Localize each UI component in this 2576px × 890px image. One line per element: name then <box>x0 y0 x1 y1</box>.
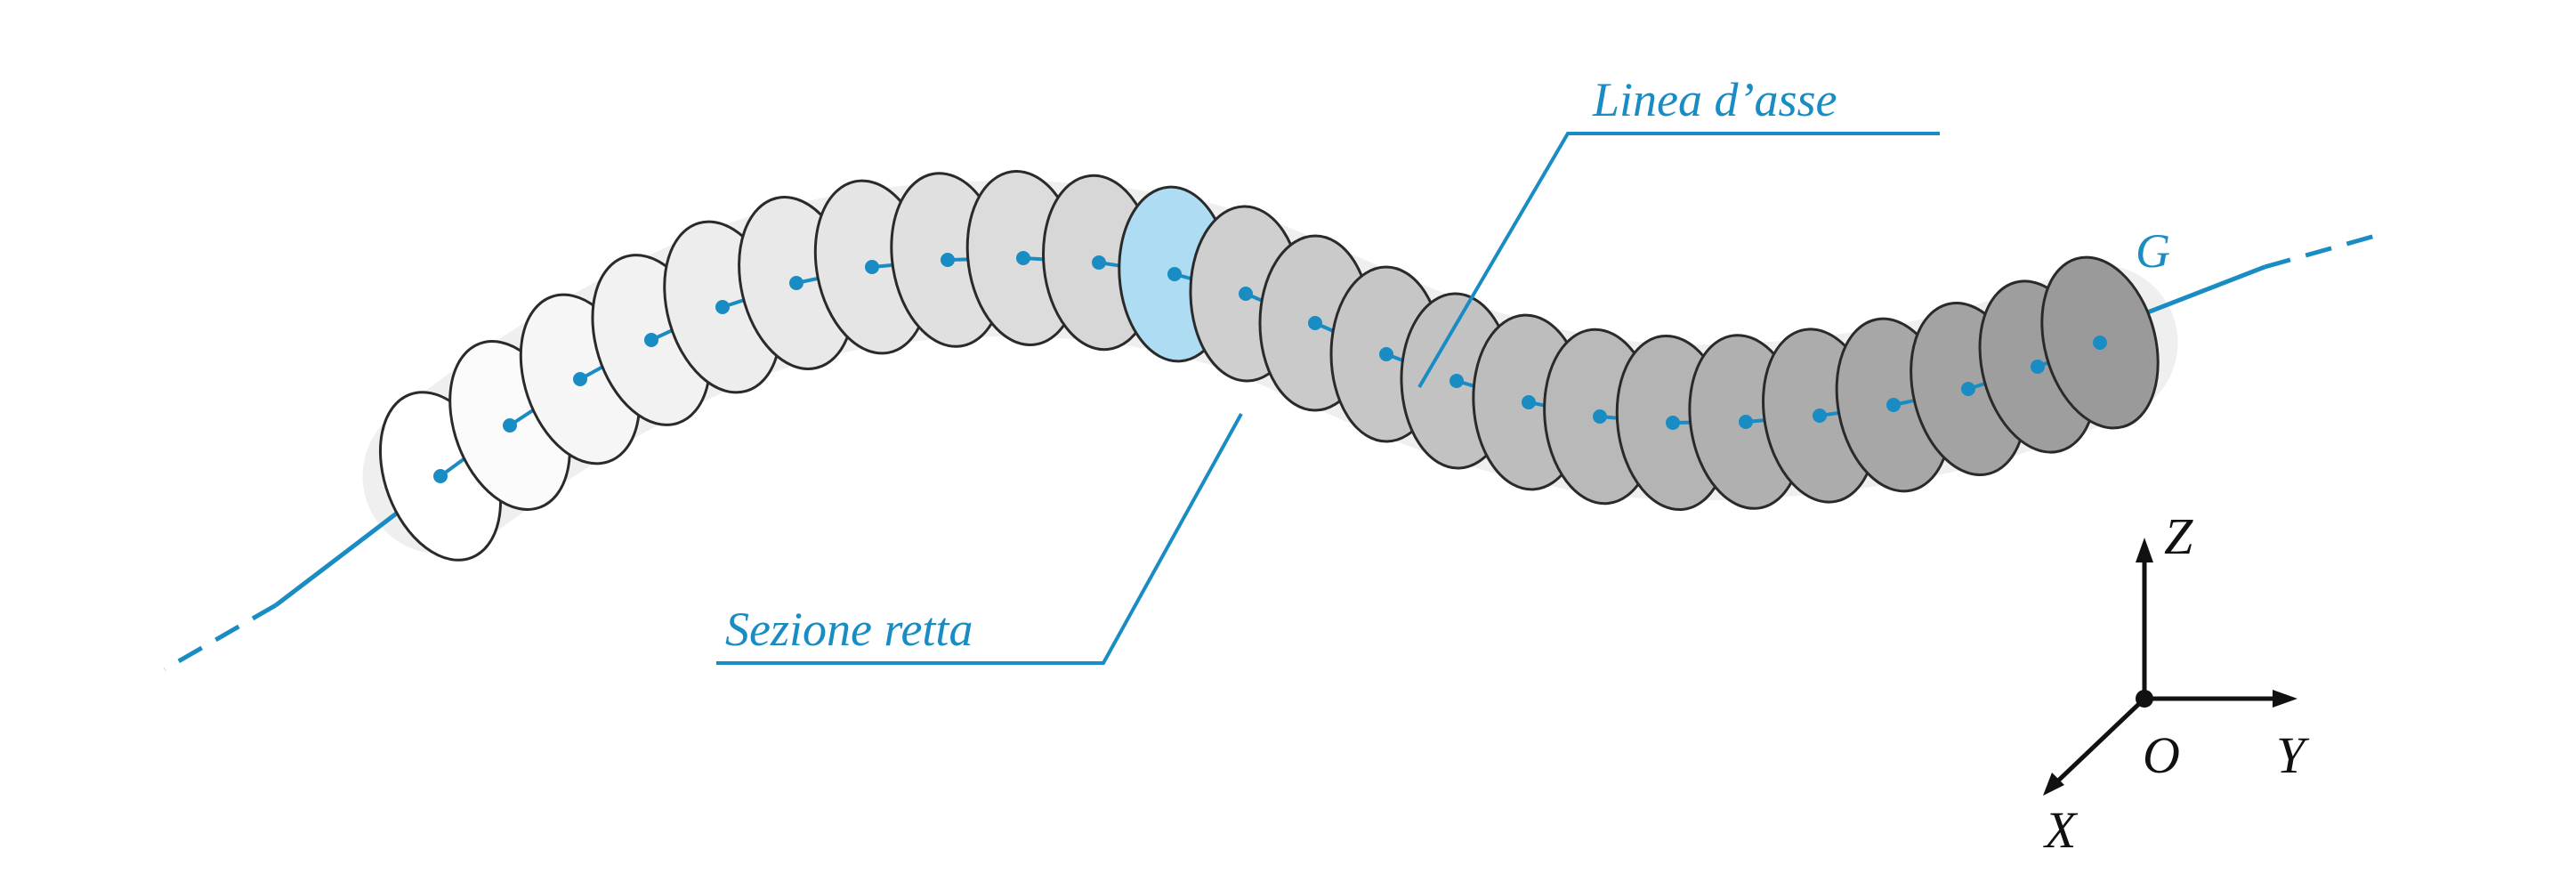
centroid-dot <box>1167 267 1182 281</box>
axis-line-leader <box>1417 132 1940 389</box>
cross-section-label: Sezione retta <box>725 603 973 656</box>
y-axis-label: Y <box>2276 726 2310 784</box>
z-axis-arrowhead <box>2136 538 2153 562</box>
centroid-dot <box>1739 415 1753 429</box>
z-axis-label: Z <box>2164 507 2193 565</box>
x-axis <box>2054 697 2146 785</box>
cross-section <box>2040 255 2160 430</box>
centroid-dot <box>2031 360 2045 374</box>
origin-point <box>2136 690 2153 708</box>
centroid-dot <box>1239 287 1253 301</box>
centroid-dot <box>1886 398 1901 412</box>
centroid-dot <box>1016 251 1030 265</box>
centroid-dot <box>1522 395 1536 409</box>
axis-line-label: Linea d’asse <box>1592 73 1837 126</box>
y-axis-arrowhead <box>2273 690 2297 708</box>
coordinate-axes <box>2043 538 2297 796</box>
centroid-dot <box>1961 382 1975 396</box>
axis-extension-left-dashed <box>163 603 278 672</box>
centroid-dot <box>644 333 658 347</box>
centroid-dot <box>2093 336 2107 350</box>
centroid-dot <box>1666 416 1680 430</box>
cross-sections <box>378 170 2160 562</box>
centroid-dot <box>789 276 803 290</box>
x-axis-arrowhead <box>2043 773 2064 796</box>
centroid-dot <box>941 253 955 267</box>
axis-extension-left <box>274 510 400 607</box>
axis-extension-right-dashed <box>2264 231 2386 270</box>
centroid-dot <box>715 300 730 314</box>
centroid-dot <box>433 469 448 483</box>
x-axis-label: X <box>2043 801 2079 859</box>
centroid-dot <box>1450 374 1464 388</box>
centroid-dot <box>573 372 587 386</box>
centroid-dot <box>1092 255 1106 270</box>
centroid-dot <box>1379 347 1393 361</box>
cross-section-leader <box>716 413 1243 665</box>
origin-label: O <box>2143 726 2180 784</box>
centroid-dot <box>1813 409 1827 423</box>
centroid-label: G <box>2136 224 2170 278</box>
centroid-dot <box>1593 409 1607 424</box>
centroid-dot <box>865 260 879 274</box>
centroid-dot <box>1308 316 1322 330</box>
centroid-dot <box>503 418 517 433</box>
